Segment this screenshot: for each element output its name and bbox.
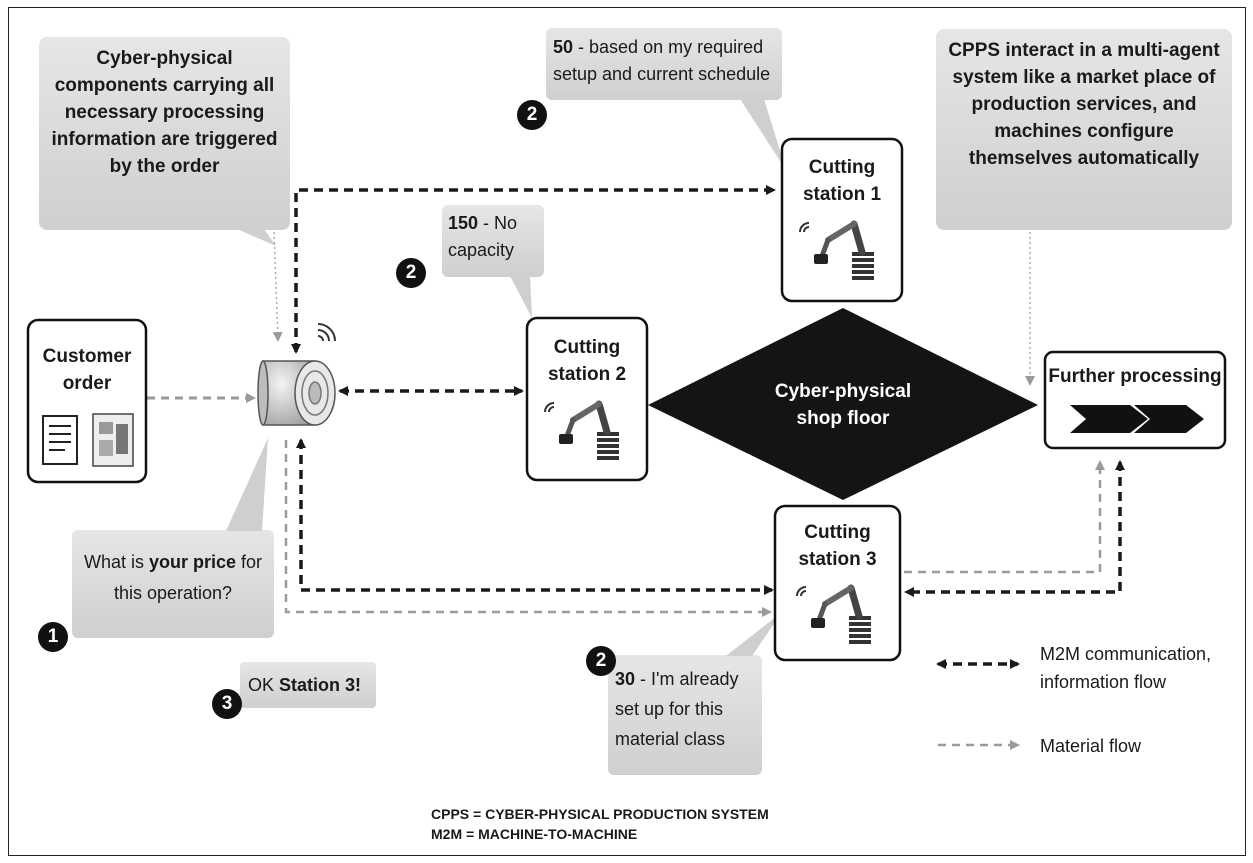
chevron-icon-2 bbox=[1134, 405, 1204, 433]
question-pre: What is bbox=[83, 552, 149, 572]
legend-m2m-label: M2M communication, information flow bbox=[1040, 644, 1212, 692]
question-post: for this operation? bbox=[113, 552, 263, 603]
step-badge-1: 1 bbox=[38, 622, 68, 652]
step-badge-2-station2: 2 bbox=[396, 258, 426, 288]
callout-components bbox=[39, 37, 290, 246]
callout-components-text: Cyber-physical components carrying all n… bbox=[51, 48, 278, 177]
callout-station2-bid-text: 150 - No capacity bbox=[448, 210, 540, 264]
chevron-icon-1 bbox=[1070, 405, 1148, 433]
callout-ok bbox=[240, 662, 376, 708]
callout-question-text: What is your price for this operation? bbox=[74, 547, 272, 609]
diagram-frame bbox=[8, 7, 1246, 856]
components-leader bbox=[272, 231, 283, 342]
station3-bid-text: - I'm already set up for this material c… bbox=[615, 669, 739, 749]
robot-arm-icon-station3 bbox=[796, 584, 871, 644]
station1-label: Cutting station 1 bbox=[802, 157, 882, 205]
robot-arm-icon-station1 bbox=[799, 220, 874, 280]
station3-bid-value: 30 bbox=[615, 669, 636, 689]
callout-station1-bid bbox=[546, 28, 786, 170]
step-badge-2-station1: 2 bbox=[517, 100, 547, 130]
m2m-flow-station3 bbox=[296, 438, 774, 595]
ok-pre: OK bbox=[248, 675, 280, 695]
callout-station3-bid bbox=[608, 612, 782, 775]
station1-bid-text: - based on my required setup and current… bbox=[553, 37, 771, 84]
station2-label: Cutting station 2 bbox=[547, 337, 627, 385]
customer-order-label: Customer order bbox=[42, 346, 132, 394]
station2-bid-value: 150 bbox=[448, 213, 479, 233]
shop-floor-label: Cyber-physical shop floor bbox=[774, 381, 912, 429]
footnote-cpps: CPPS = CYBER-PHYSICAL PRODUCTION SYSTEM bbox=[431, 806, 769, 822]
legend-material-label: Material flow bbox=[1040, 736, 1142, 756]
station3-label: Cutting station 3 bbox=[798, 522, 877, 570]
step-badge-3: 3 bbox=[212, 689, 242, 719]
station1-bid-value: 50 bbox=[553, 37, 574, 57]
material-flow-further bbox=[904, 460, 1105, 574]
further-processing-label: Further processing bbox=[1048, 366, 1222, 387]
wireless-icon-component bbox=[317, 323, 336, 342]
robot-arm-icon-station2 bbox=[544, 400, 619, 460]
component-roll-icon bbox=[257, 360, 336, 426]
m2m-flow-station1 bbox=[291, 185, 776, 354]
callout-cpps-market-text: CPPS interact in a multi-agent system li… bbox=[948, 40, 1220, 169]
ok-bold: Station 3! bbox=[279, 675, 362, 695]
callout-ok-text: OK Station 3! bbox=[248, 672, 376, 699]
station2-bid-text: - No capacity bbox=[448, 213, 518, 260]
material-flow-station3 bbox=[284, 440, 772, 617]
callout-question bbox=[72, 438, 274, 638]
step-badge-2-station3: 2 bbox=[586, 646, 616, 676]
callout-station1-bid-text: 50 - based on my required setup and curr… bbox=[553, 34, 777, 88]
m2m-flow-further bbox=[904, 460, 1125, 597]
order-documents-icon bbox=[42, 413, 134, 467]
station3-box bbox=[773, 504, 902, 662]
callout-station3-bid-text: 30 - I'm already set up for this materia… bbox=[615, 664, 755, 754]
callout-cpps-market bbox=[936, 29, 1232, 230]
question-bold: your price bbox=[148, 552, 237, 572]
footnote-m2m: M2M = MACHINE-TO-MACHINE bbox=[431, 826, 638, 842]
